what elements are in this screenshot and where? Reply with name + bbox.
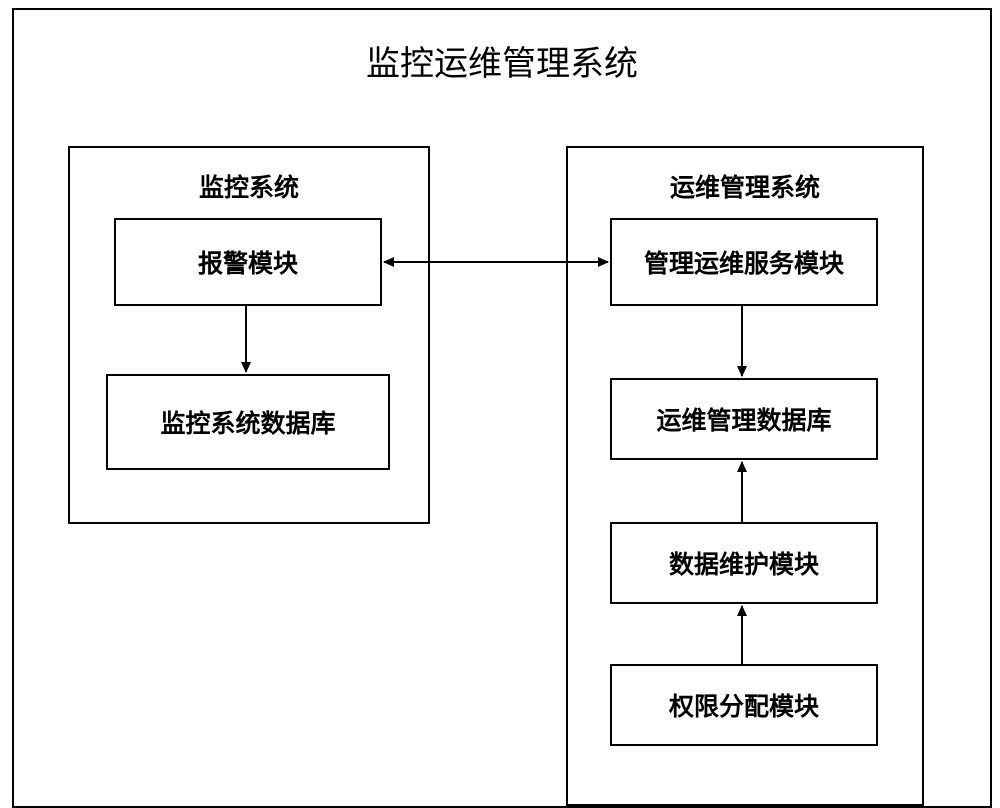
diagram-title: 监控运维管理系统: [366, 43, 638, 84]
monitor-database: 监控系统数据库: [106, 374, 390, 470]
data-maintenance-module: 数据维护模块: [610, 522, 878, 604]
ops-service-module: 管理运维服务模块: [610, 218, 878, 306]
permission-module: 权限分配模块: [610, 664, 878, 746]
ops-system-title: 运维管理系统: [669, 173, 820, 202]
alarm-module: 报警模块: [114, 218, 382, 306]
connector-arrows: [241, 257, 747, 664]
monitor-system-title: 监控系统: [198, 173, 299, 202]
ops-database: 运维管理数据库: [610, 378, 878, 460]
